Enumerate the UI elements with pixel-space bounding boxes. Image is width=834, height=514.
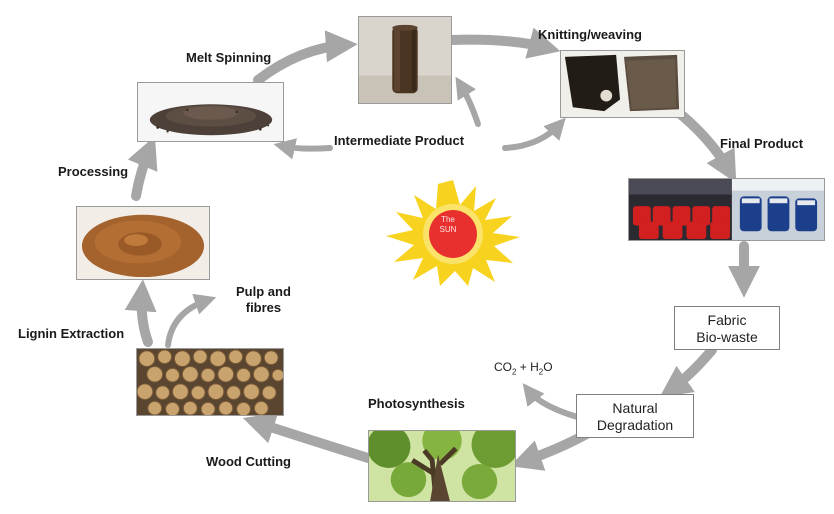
sun-label: The SUN: [420, 215, 476, 235]
fabric-box-line1: Fabric: [707, 312, 747, 328]
h2o-o-text: O: [543, 360, 553, 374]
arrow-processing: [127, 136, 158, 201]
label-intermediate-product: Intermediate Product: [334, 133, 465, 148]
tree-canopy-photo: [368, 430, 516, 502]
lignin-powder-photo: [76, 206, 210, 280]
arrow-intermediate-up: [455, 76, 481, 127]
co2-subscript: 2: [512, 367, 517, 377]
arrow-intermediate-left: [273, 138, 333, 160]
fiber-bobbin-photo: [358, 16, 452, 104]
h2o-subscript: 2: [538, 367, 544, 377]
co2-text: CO: [494, 360, 512, 374]
natural-degradation-box: Natural Degradation: [576, 394, 694, 438]
fabric-box-line2: Bio-waste: [696, 329, 758, 345]
label-final-product: Final Product: [720, 136, 804, 151]
arrow-lignin-extraction: [124, 279, 157, 347]
degradation-box-line1: Natural: [612, 400, 658, 416]
label-knitting-weaving: Knitting/weaving: [538, 27, 642, 42]
granules-photo: [137, 82, 284, 142]
sun-icon: [386, 180, 520, 286]
label-lignin-extraction: Lignin Extraction: [18, 326, 125, 341]
label-melt-spinning: Melt Spinning: [186, 50, 272, 65]
label-pulp-fibres-line1: Pulp and: [236, 284, 291, 299]
co2-h2o-label: CO2 + H2O: [494, 360, 553, 376]
sun-label-line2: SUN: [439, 225, 457, 234]
fabric-biowaste-box: Fabric Bio-waste: [674, 306, 780, 350]
label-pulp-fibres: Pulp and fibres: [236, 284, 291, 316]
seats-photo: [628, 178, 825, 241]
arrow-to-degradation: [659, 345, 717, 398]
label-pulp-fibres-line2: fibres: [245, 300, 282, 315]
arrow-melt-spinning: [253, 30, 358, 85]
plus-h-text: + H: [516, 360, 539, 374]
arrow-knitting: [447, 27, 561, 59]
label-photosynthesis: Photosynthesis: [368, 396, 465, 411]
label-processing: Processing: [58, 164, 129, 179]
label-wood-cutting: Wood Cutting: [206, 454, 291, 469]
wood-logs-photo: [136, 348, 284, 416]
arrow-intermediate-right: [502, 117, 566, 151]
sun-label-line1: The: [441, 215, 455, 224]
degradation-box-line2: Degradation: [596, 417, 674, 433]
arrow-pulp-fibres: [165, 293, 217, 348]
arrow-wood-cutting: [242, 412, 373, 463]
fabric-samples-photo: [560, 50, 685, 118]
